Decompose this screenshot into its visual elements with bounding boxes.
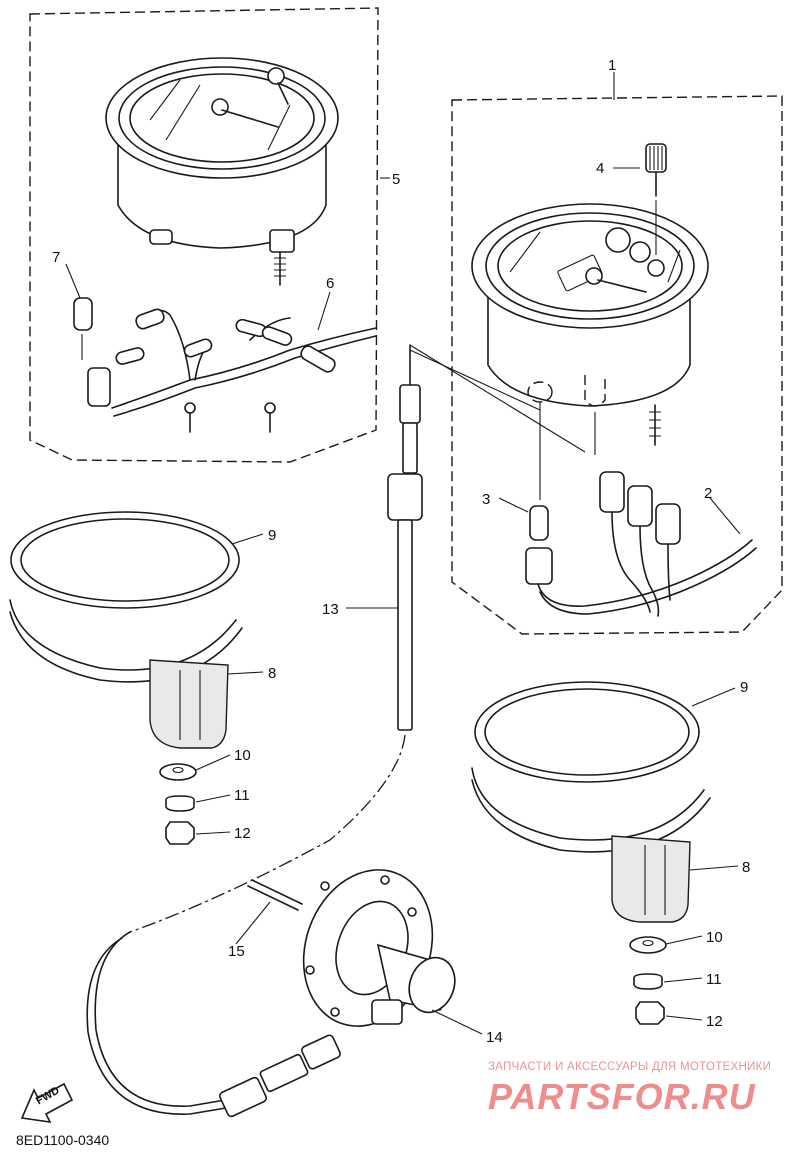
group-1-boundary <box>451 95 783 635</box>
callout-10-right: 10 <box>706 929 723 946</box>
callout-10-left: 10 <box>234 747 251 764</box>
callout-7: 7 <box>52 249 60 266</box>
callout-9-right: 9 <box>740 679 748 696</box>
speedometer-assembly <box>105 57 339 286</box>
callout-3: 3 <box>482 491 490 508</box>
wiring-harness-right <box>409 344 757 617</box>
wiring-harness-left <box>73 297 377 433</box>
callout-13: 13 <box>322 601 339 618</box>
fwd-arrow <box>20 1082 74 1124</box>
callout-2: 2 <box>704 485 712 502</box>
callout-11-left: 11 <box>234 787 250 804</box>
callout-4: 4 <box>596 160 604 177</box>
watermark-tagline: ЗАПЧАСТИ И АКСЕССУАРЫ ДЛЯ МОТОТЕХНИКИ <box>488 1061 772 1073</box>
watermark-logo: PARTSFOR.RU <box>488 1076 756 1117</box>
callout-11-right: 11 <box>706 971 722 988</box>
diagram-code: 8ED1100-0340 <box>16 1132 110 1148</box>
callout-9-left: 9 <box>268 527 276 544</box>
group-5-boundary <box>29 7 379 463</box>
tachometer-assembly <box>471 203 709 446</box>
leader-lines <box>65 72 741 1035</box>
callout-8-right: 8 <box>742 859 750 876</box>
callout-12-left: 12 <box>234 825 251 842</box>
bracket-right <box>471 681 711 1025</box>
callout-8-left: 8 <box>268 665 276 682</box>
callout-14: 14 <box>486 1029 503 1046</box>
callout-5: 5 <box>392 171 400 188</box>
callout-6: 6 <box>326 275 334 292</box>
reset-knob-4 <box>645 143 667 255</box>
meter-gear-unit-14 <box>302 869 456 1027</box>
callout-12-right: 12 <box>706 1013 723 1030</box>
bracket-left <box>9 511 243 845</box>
callout-15: 15 <box>228 943 245 960</box>
pin-15 <box>247 879 303 911</box>
meter-cable-13 <box>86 344 423 1118</box>
callout-1: 1 <box>608 57 616 74</box>
